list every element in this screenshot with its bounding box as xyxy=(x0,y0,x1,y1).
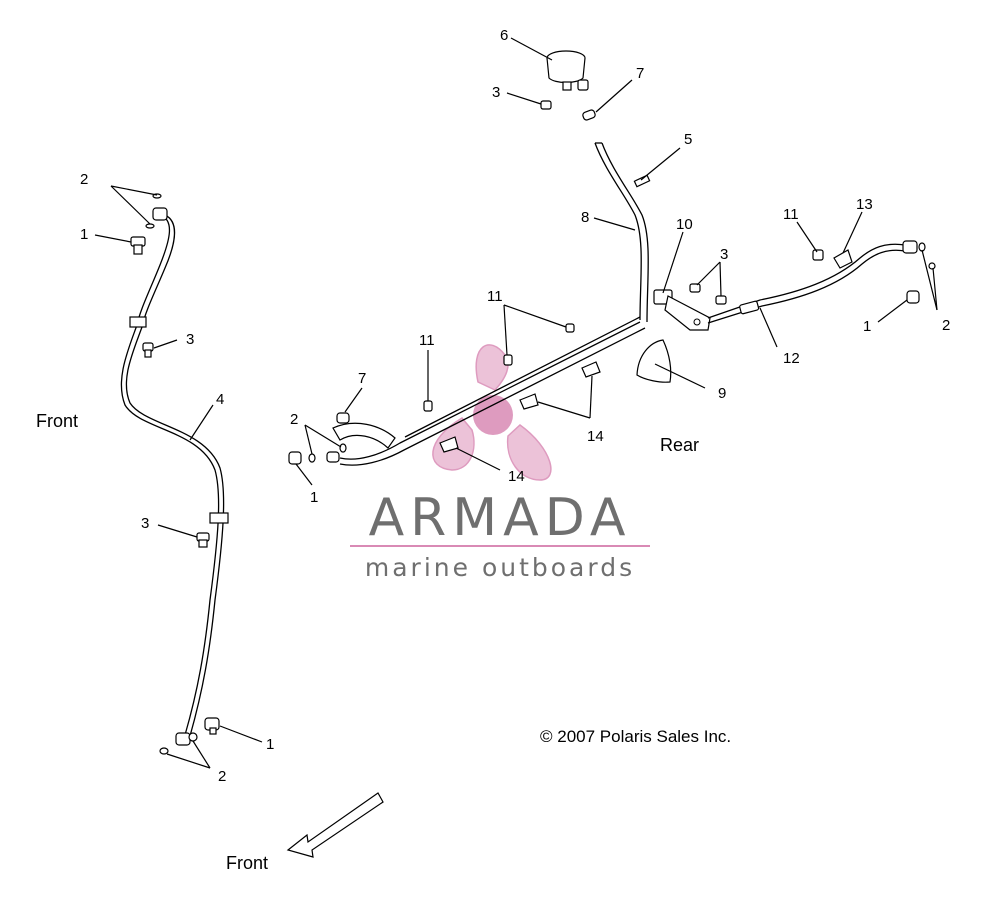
washer-bottom-a xyxy=(159,747,169,755)
bracket-bolt-lower xyxy=(196,532,210,548)
callout-12: 12 xyxy=(783,350,800,367)
armada-watermark: ARMADA marine outboards xyxy=(350,344,650,582)
fluid-reservoir xyxy=(546,50,589,91)
banjo-fitting-rear xyxy=(902,240,918,254)
callout-1: 1 xyxy=(266,736,274,753)
front-direction-arrow xyxy=(286,792,384,858)
callout-7: 7 xyxy=(358,370,366,387)
banjo-fitting-top xyxy=(152,207,168,221)
clip-11-a xyxy=(423,400,433,412)
washer-rear-b xyxy=(928,262,936,270)
hose-clamp-top xyxy=(582,109,596,121)
callout-3: 3 xyxy=(186,331,194,348)
banjo-bolt-top-left xyxy=(130,236,146,255)
washer-rear-a xyxy=(918,242,926,252)
callout-4: 4 xyxy=(216,391,224,408)
callout-6: 6 xyxy=(500,27,508,44)
propeller-logo xyxy=(432,344,552,481)
clip-11-c xyxy=(565,323,575,333)
callout-3: 3 xyxy=(720,246,728,263)
callout-7: 7 xyxy=(636,65,644,82)
rubber-grommet-tube xyxy=(332,422,396,449)
clip-14-c xyxy=(581,361,601,378)
banjo-bolt-center xyxy=(288,451,302,465)
callout-numbers: 6 7 3 5 8 10 11 13 3 2 1 12 9 11 11 7 14… xyxy=(80,27,950,785)
hose-clamp-lower xyxy=(336,412,350,424)
clip-11-b xyxy=(503,354,513,366)
watermark-tagline: marine outboards xyxy=(365,553,635,582)
callout-9: 9 xyxy=(718,385,726,402)
callout-1: 1 xyxy=(80,226,88,243)
rear-label: Rear xyxy=(660,435,699,455)
fitting-5 xyxy=(633,174,651,188)
copyright-text: © 2007 Polaris Sales Inc. xyxy=(540,727,731,746)
bracket-bolt-upper xyxy=(142,342,154,358)
callout-11: 11 xyxy=(487,288,503,305)
line-fitting-left xyxy=(326,451,340,463)
front-label-arrow: Front xyxy=(226,853,268,873)
callout-14: 14 xyxy=(587,428,604,445)
front-label-left: Front xyxy=(36,411,78,431)
hose-bracket-lower xyxy=(209,512,229,524)
washer-center-a xyxy=(308,453,316,463)
callout-8: 8 xyxy=(581,209,589,226)
junction-bolt-b xyxy=(715,295,727,305)
callout-1: 1 xyxy=(310,489,318,506)
clip-14-a xyxy=(439,436,459,453)
junction-block xyxy=(653,289,711,331)
callout-1: 1 xyxy=(863,318,871,335)
callout-5: 5 xyxy=(684,131,692,148)
hose-bracket-upper xyxy=(129,316,147,328)
banjo-bolt-rear xyxy=(906,290,920,304)
washer-bottom-b xyxy=(188,732,198,742)
leader-lines xyxy=(94,37,938,769)
hose-12-ferrule xyxy=(739,300,760,315)
callout-2: 2 xyxy=(290,411,298,428)
callout-2: 2 xyxy=(218,768,226,785)
front-hose-assembly xyxy=(120,193,229,755)
callout-11: 11 xyxy=(419,332,435,349)
reservoir-bolt xyxy=(540,100,552,110)
callout-3: 3 xyxy=(492,84,500,101)
callout-10: 10 xyxy=(676,216,693,233)
callout-14: 14 xyxy=(508,468,525,485)
callout-2: 2 xyxy=(80,171,88,188)
rear-brake-assembly xyxy=(288,50,936,466)
banjo-fitting-bottom xyxy=(175,732,191,746)
clip-11-d xyxy=(812,249,824,261)
callout-2: 2 xyxy=(942,317,950,334)
watermark-brand: ARMADA xyxy=(369,488,632,548)
washer-top-b xyxy=(145,223,155,229)
callout-13: 13 xyxy=(856,196,873,213)
heat-shield xyxy=(636,339,672,383)
junction-bolt-a xyxy=(689,283,701,293)
callout-3: 3 xyxy=(141,515,149,532)
washer-center-b xyxy=(339,443,347,453)
banjo-bolt-bottom xyxy=(204,717,220,735)
clip-14-b xyxy=(519,393,539,410)
callout-11: 11 xyxy=(783,206,799,223)
